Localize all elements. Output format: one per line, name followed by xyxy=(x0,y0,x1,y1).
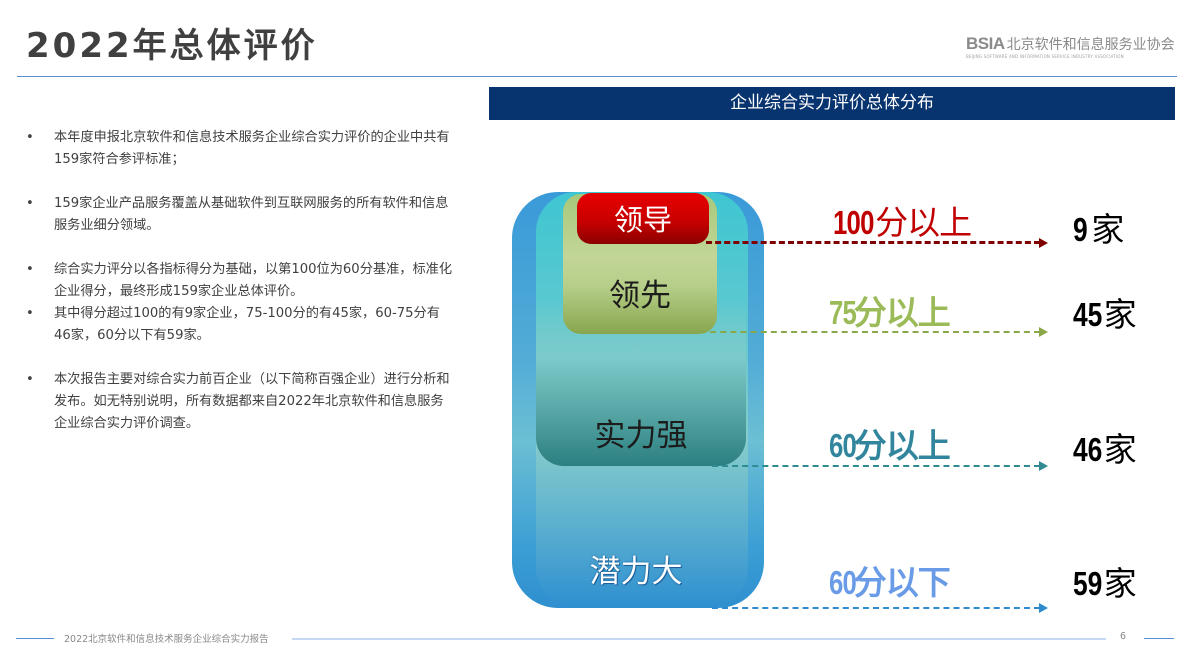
footer-divider-right xyxy=(1144,638,1174,639)
arrow-right-icon xyxy=(1039,238,1048,248)
logo-name-cn: 北京软件和信息服务业协会 xyxy=(1006,37,1175,53)
strong-count: 46家 xyxy=(1073,430,1137,469)
tier-potential-label: 潜力大 xyxy=(589,554,683,590)
tier-leader-shape xyxy=(577,193,709,244)
strong-connector-line xyxy=(712,465,1040,467)
arrow-right-icon xyxy=(1039,461,1048,471)
arrow-right-icon xyxy=(1039,603,1048,613)
bullet-item: • 本次报告主要对综合实力前百企业（以下简称百强企业）进行分析和发布。如无特别说… xyxy=(24,369,454,435)
bullet-icon: • xyxy=(26,130,34,145)
bullet-item: • 其中得分超过100的有9家企业，75-100分的有45家，60-75分有46… xyxy=(24,303,454,347)
page-number: 6 xyxy=(1120,631,1127,642)
potential-count: 59家 xyxy=(1073,564,1137,603)
potential-score-label: 60分以下 xyxy=(829,564,951,601)
leader-score-label: 100分以上 xyxy=(833,204,972,241)
bullet-item: • 综合实力评分以各指标得分为基础，以第100位为60分基准，标准化企业得分，最… xyxy=(24,259,454,303)
title-divider xyxy=(17,76,1177,77)
tier-leader-label: 领导 xyxy=(613,203,672,237)
leading-connector-line xyxy=(700,331,1040,333)
footer-divider-left xyxy=(16,638,54,639)
distribution-panel-title: 企业综合实力评价总体分布 xyxy=(489,87,1175,120)
bullet-item: • 159家企业产品服务覆盖从基础软件到互联网服务的所有软件和信息服务业细分领域… xyxy=(24,193,454,237)
logo-name-en: BEIJING SOFTWARE AND INFORMATION SERVICE… xyxy=(966,54,1124,59)
page-title: 2022年总体评价 xyxy=(26,26,318,66)
arrow-right-icon xyxy=(1039,327,1048,337)
footer-report-title: 2022北京软件和信息技术服务企业综合实力报告 xyxy=(64,634,269,645)
bullet-icon: • xyxy=(26,306,34,321)
leading-count: 45家 xyxy=(1073,295,1137,334)
bullet-icon: • xyxy=(26,262,34,277)
tier-strong-label: 实力强 xyxy=(594,418,688,454)
summary-bullets: • 本年度申报北京软件和信息技术服务企业综合实力评价的企业中共有159家符合参评… xyxy=(24,127,454,435)
bullet-icon: • xyxy=(26,196,34,211)
bullet-item: • 本年度申报北京软件和信息技术服务企业综合实力评价的企业中共有159家符合参评… xyxy=(24,127,454,171)
footer-divider-middle xyxy=(292,638,1106,640)
potential-connector-line xyxy=(712,607,1040,609)
strong-score-label: 60分以上 xyxy=(829,427,951,464)
tier-leading-label: 领先 xyxy=(609,278,671,314)
logo-abbr: BSIA xyxy=(966,34,1005,53)
leading-score-label: 75分以上 xyxy=(829,294,951,331)
leader-connector-line xyxy=(706,241,1040,244)
bullet-icon: • xyxy=(26,372,34,387)
